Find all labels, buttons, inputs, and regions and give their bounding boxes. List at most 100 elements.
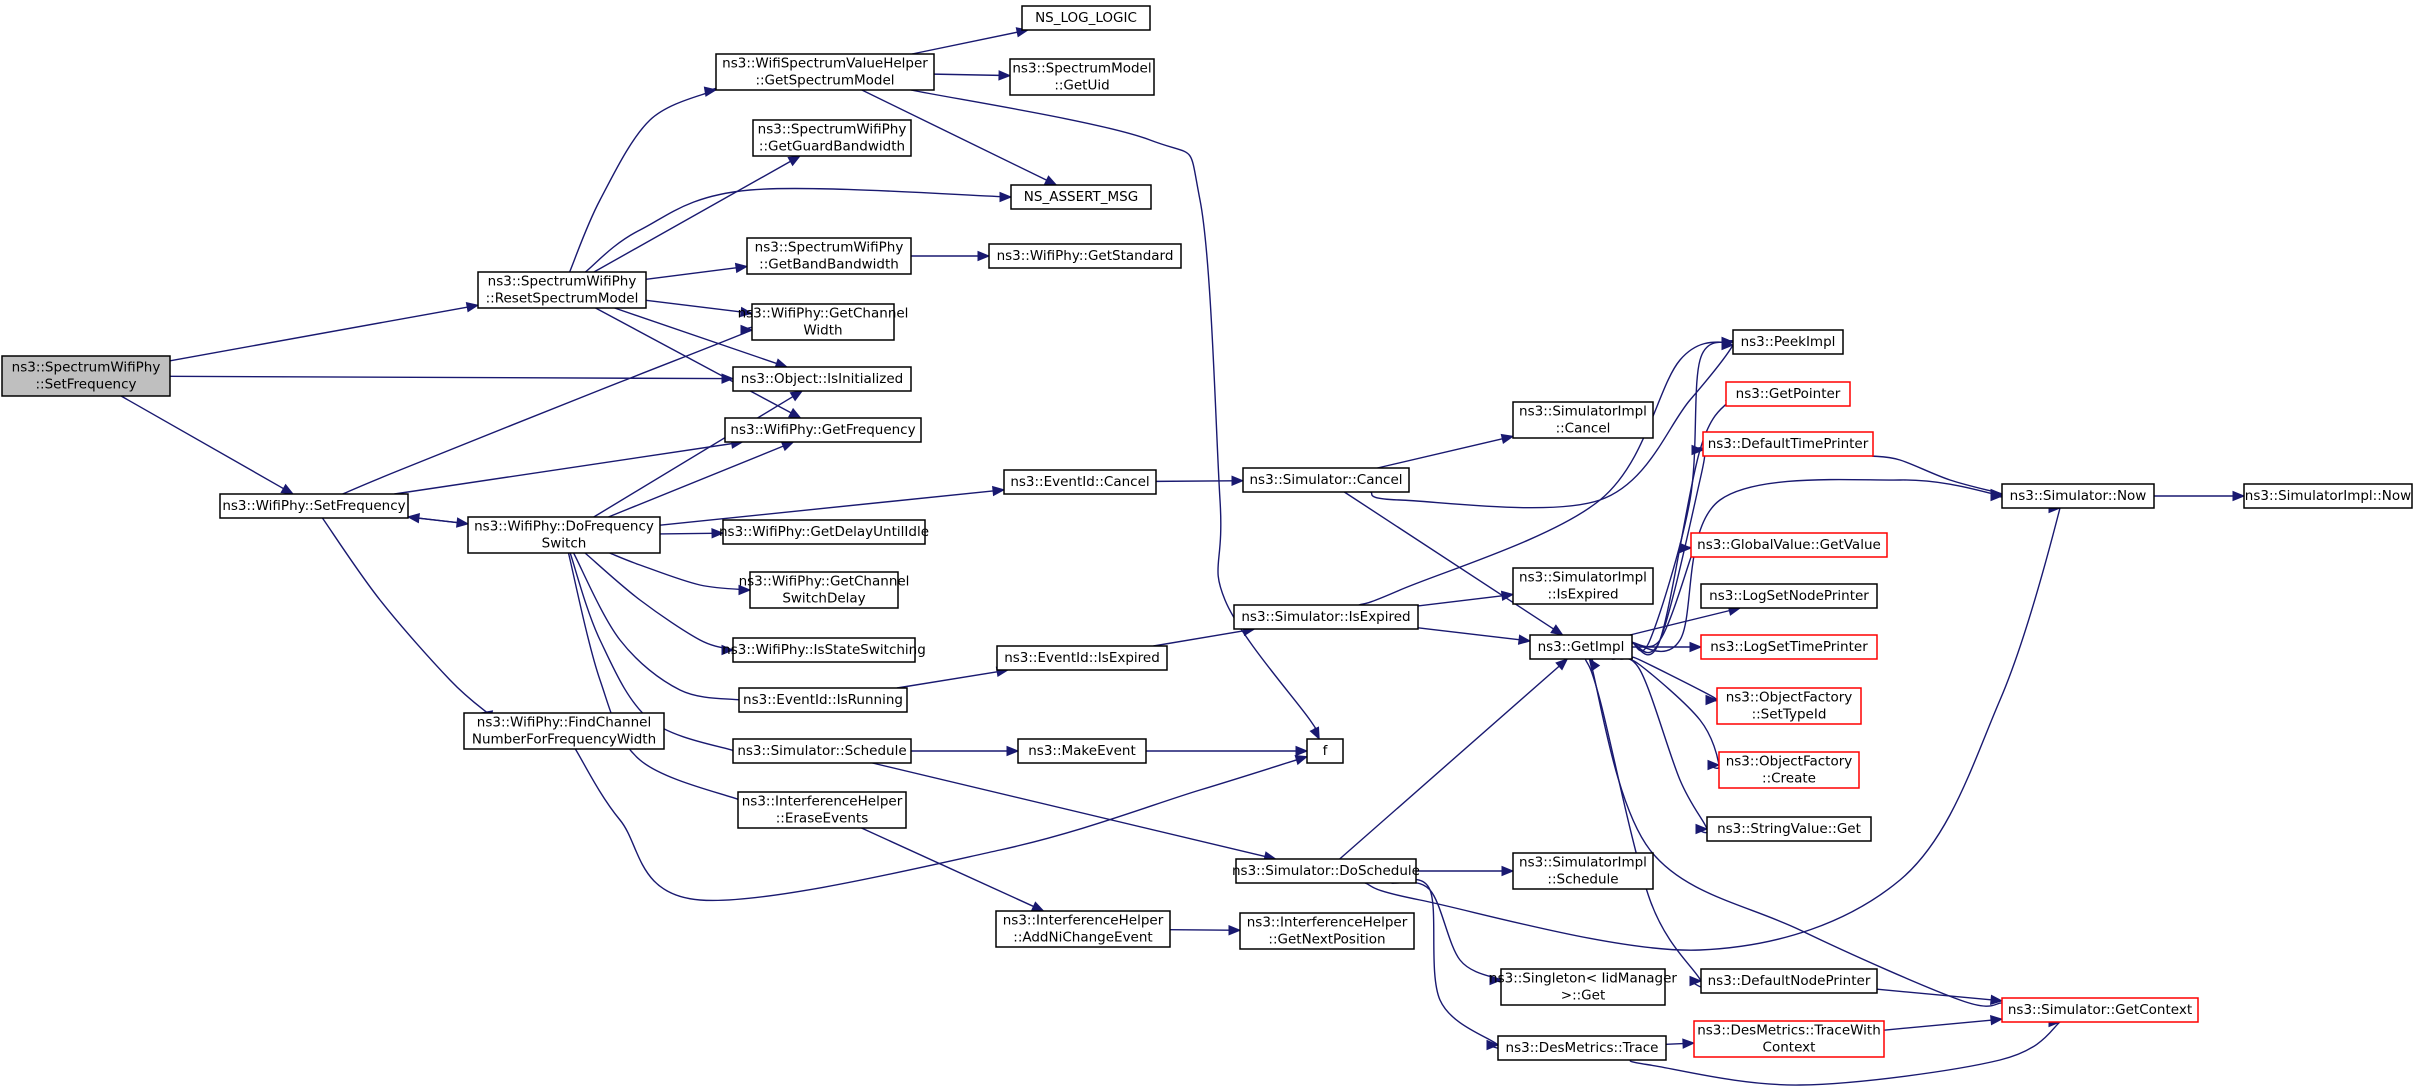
arrowhead-icon bbox=[1486, 1039, 1500, 1051]
node-ssc[interactable]: ns3::Simulator::Schedule bbox=[732, 738, 912, 764]
node-sin[interactable]: ns3::SimulatorImpl::Now bbox=[2243, 483, 2413, 509]
node-label: ns3::WifiPhy::GetFrequency bbox=[730, 422, 915, 438]
node-nam[interactable]: NS_ASSERT_MSG bbox=[1010, 184, 1152, 210]
node-wsf[interactable]: ns3::WifiPhy::SetFrequency bbox=[219, 493, 409, 519]
node-box bbox=[1235, 858, 1417, 884]
node-oii[interactable]: ns3::Object::IsInitialized bbox=[732, 366, 912, 392]
node-label: ns3::SpectrumWifiPhy bbox=[755, 240, 904, 256]
edge-iee-to-ian bbox=[861, 827, 1034, 908]
node-label: ns3::EventId::Cancel bbox=[1010, 474, 1149, 490]
node-label: >::Get bbox=[1561, 988, 1605, 1004]
node-box bbox=[1512, 852, 1654, 890]
node-sis[interactable]: ns3::SimulatorImpl::Schedule bbox=[1512, 852, 1654, 890]
node-gsm[interactable]: ns3::WifiSpectrumValueHelper::GetSpectru… bbox=[715, 53, 935, 91]
node-label: ns3::WifiPhy::FindChannel bbox=[477, 715, 651, 731]
node-label: ns3::WifiSpectrumValueHelper bbox=[722, 56, 928, 72]
arrowhead-icon bbox=[1043, 175, 1058, 186]
arrowhead-icon bbox=[1231, 475, 1245, 487]
node-fff[interactable]: f bbox=[1306, 738, 1344, 764]
node-label: ::Schedule bbox=[1547, 872, 1618, 888]
arrowhead-icon bbox=[721, 644, 735, 656]
node-root[interactable]: ns3::SpectrumWifiPhy::SetFrequency bbox=[1, 355, 171, 397]
edge-rsm-to-gbb bbox=[645, 267, 737, 280]
node-box bbox=[463, 712, 665, 750]
node-gim[interactable]: ns3::GetImpl bbox=[1529, 634, 1633, 660]
node-label: ::AddNiChangeEvent bbox=[1013, 930, 1152, 946]
node-sgt[interactable]: ns3::Singleton< IidManager>::Get bbox=[1489, 968, 1677, 1006]
node-label: ::SetFrequency bbox=[35, 377, 136, 393]
arrowhead-icon bbox=[465, 302, 480, 313]
node-gpt[interactable]: ns3::GetPointer bbox=[1725, 381, 1851, 407]
node-ltp[interactable]: ns3::LogSetTimePrinter bbox=[1700, 634, 1878, 660]
node-label: ns3::WifiPhy::DoFrequency bbox=[474, 519, 654, 535]
node-label: ns3::SimulatorImpl bbox=[1519, 570, 1647, 586]
node-label: ::Create bbox=[1762, 771, 1816, 787]
node-gbb[interactable]: ns3::SpectrumWifiPhy::GetBandBandwidth bbox=[746, 237, 912, 275]
arrowhead-icon bbox=[1682, 1038, 1696, 1049]
node-sie[interactable]: ns3::Simulator::IsExpired bbox=[1233, 604, 1419, 630]
node-label: ns3::Simulator::Now bbox=[2010, 488, 2147, 504]
node-rsm[interactable]: ns3::SpectrumWifiPhy::ResetSpectrumModel bbox=[477, 271, 647, 309]
node-svg[interactable]: ns3::StringValue::Get bbox=[1706, 816, 1872, 842]
node-sic[interactable]: ns3::SimulatorImpl::Cancel bbox=[1512, 401, 1654, 439]
node-eir[interactable]: ns3::EventId::IsRunning bbox=[738, 687, 908, 713]
node-label: ns3::MakeEvent bbox=[1028, 743, 1136, 759]
node-ost[interactable]: ns3::ObjectFactory::SetTypeId bbox=[1716, 687, 1862, 725]
node-eic[interactable]: ns3::EventId::Cancel bbox=[1003, 469, 1157, 495]
node-box bbox=[715, 53, 935, 91]
node-gdu[interactable]: ns3::WifiPhy::GetDelayUntilIdle bbox=[719, 519, 929, 545]
node-sgc[interactable]: ns3::Simulator::GetContext bbox=[2001, 997, 2199, 1023]
node-pim[interactable]: ns3::PeekImpl bbox=[1732, 329, 1844, 355]
arrowhead-icon bbox=[780, 441, 795, 452]
node-wgf[interactable]: ns3::WifiPhy::GetFrequency bbox=[724, 417, 922, 443]
node-box bbox=[732, 637, 916, 663]
node-iee[interactable]: ns3::InterferenceHelper::EraseEvents bbox=[737, 791, 907, 829]
node-label: ::GetGuardBandwidth bbox=[759, 139, 905, 155]
node-lnp[interactable]: ns3::LogSetNodePrinter bbox=[1700, 583, 1878, 609]
node-igp[interactable]: ns3::InterferenceHelper::GetNextPosition bbox=[1239, 912, 1415, 950]
node-iss[interactable]: ns3::WifiPhy::IsStateSwitching bbox=[722, 637, 926, 663]
node-dtp[interactable]: ns3::DefaultTimePrinter bbox=[1702, 431, 1874, 457]
node-dtr[interactable]: ns3::DesMetrics::Trace bbox=[1497, 1035, 1667, 1061]
node-sgu[interactable]: ns3::SpectrumModel::GetUid bbox=[1009, 58, 1155, 96]
node-gst[interactable]: ns3::WifiPhy::GetStandard bbox=[988, 243, 1182, 269]
node-ggv[interactable]: ns3::GlobalValue::GetValue bbox=[1690, 532, 1888, 558]
arrowhead-icon bbox=[1707, 759, 1721, 771]
node-box bbox=[1306, 738, 1344, 764]
arrowhead-icon bbox=[1500, 590, 1515, 601]
arrowhead-icon bbox=[1500, 433, 1515, 445]
arrowhead-icon bbox=[703, 86, 718, 97]
node-ggb[interactable]: ns3::SpectrumWifiPhy::GetGuardBandwidth bbox=[752, 119, 912, 157]
edge-eic-to-sca bbox=[1155, 480, 1233, 483]
node-label: ns3::StringValue::Get bbox=[1717, 821, 1861, 837]
node-sii[interactable]: ns3::SimulatorImpl::IsExpired bbox=[1512, 567, 1654, 605]
node-eie[interactable]: ns3::EventId::IsExpired bbox=[996, 645, 1168, 671]
node-label: ns3::DefaultTimePrinter bbox=[1708, 436, 1869, 452]
edge-ssc-to-sds bbox=[872, 762, 1266, 858]
edge-sie-to-pim bbox=[1358, 339, 1736, 606]
node-label: ns3::PeekImpl bbox=[1741, 334, 1836, 350]
arrowhead-icon bbox=[1689, 975, 1703, 987]
node-ocr[interactable]: ns3::ObjectFactory::Create bbox=[1718, 751, 1860, 789]
arrowhead-icon bbox=[1295, 745, 1309, 757]
node-ian[interactable]: ns3::InterferenceHelper::AddNiChangeEven… bbox=[995, 910, 1171, 948]
node-fcn[interactable]: ns3::WifiPhy::FindChannelNumberForFreque… bbox=[463, 712, 665, 750]
arrowhead-icon bbox=[738, 584, 752, 596]
node-nll[interactable]: NS_LOG_LOGIC bbox=[1021, 5, 1151, 31]
node-mev[interactable]: ns3::MakeEvent bbox=[1017, 738, 1147, 764]
node-sds[interactable]: ns3::Simulator::DoSchedule bbox=[1232, 858, 1420, 884]
arrowhead-icon bbox=[740, 324, 754, 336]
node-label: ns3::Simulator::Schedule bbox=[737, 743, 906, 759]
node-box bbox=[1500, 968, 1666, 1006]
node-snw[interactable]: ns3::Simulator::Now bbox=[2001, 483, 2155, 509]
node-label: ns3::InterferenceHelper bbox=[1003, 913, 1164, 929]
edge-rsm-to-ggb bbox=[593, 160, 791, 273]
node-dnp[interactable]: ns3::DefaultNodePrinter bbox=[1700, 968, 1878, 994]
node-sca[interactable]: ns3::Simulator::Cancel bbox=[1242, 467, 1410, 493]
edge-fcn-to-fff bbox=[574, 748, 1297, 902]
